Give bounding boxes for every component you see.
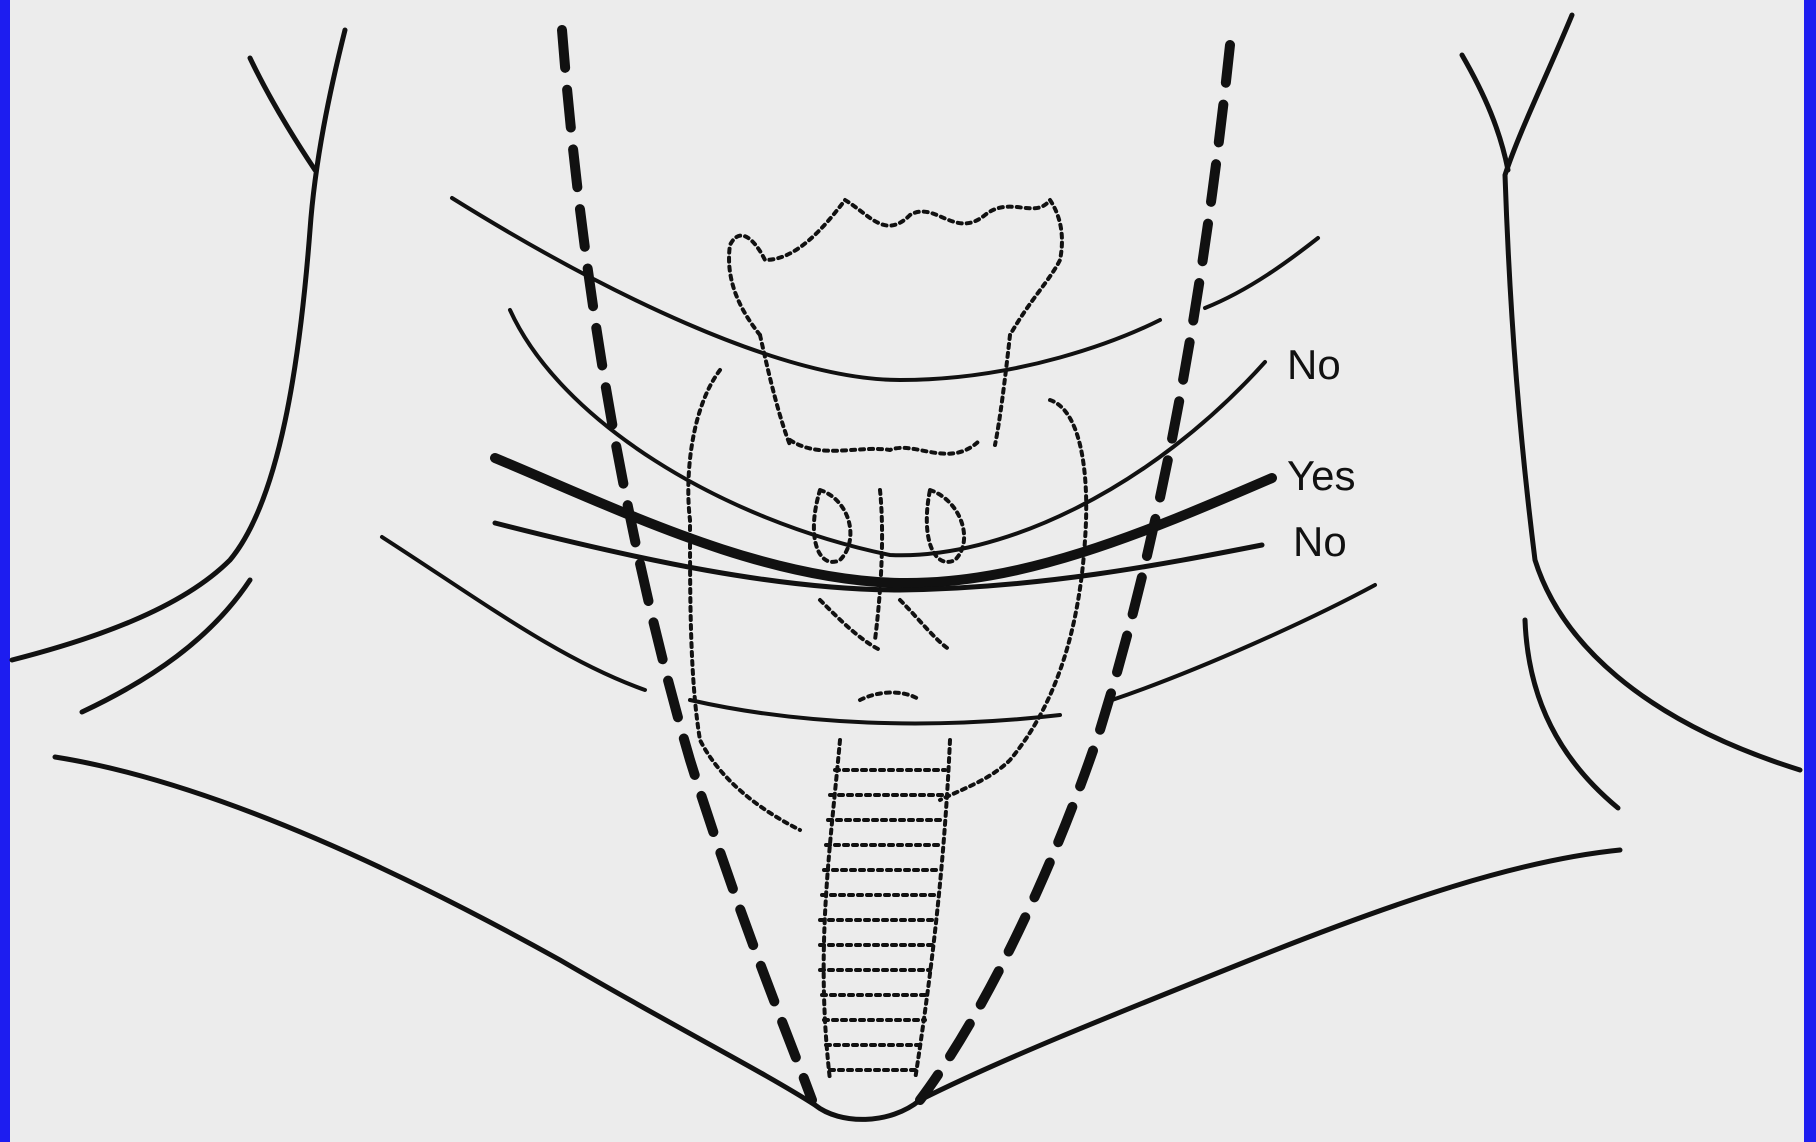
label-yes: Yes — [1287, 452, 1356, 499]
larynx-dotted-outline — [688, 200, 1086, 830]
skin-crease-lines — [382, 198, 1375, 723]
label-upper-no: No — [1287, 341, 1341, 388]
trachea-dotted — [820, 740, 950, 1080]
sternocleidomastoid-dashed-lines — [562, 30, 1230, 1100]
neck-outline — [12, 15, 1800, 1119]
label-lower-no: No — [1293, 518, 1347, 565]
